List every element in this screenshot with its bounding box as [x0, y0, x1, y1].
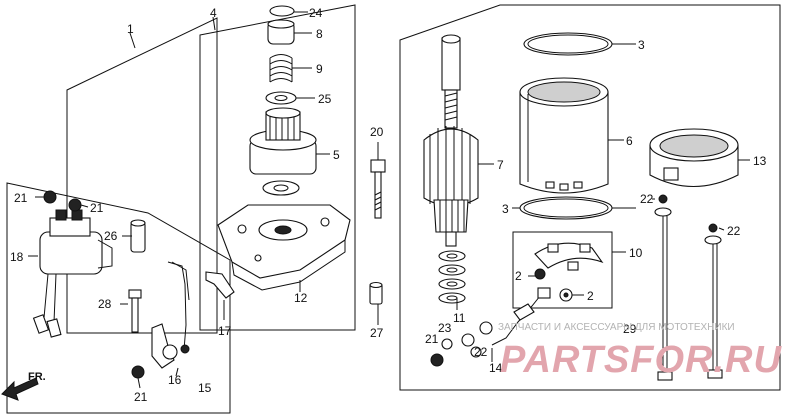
- callout-5: 5: [333, 148, 340, 162]
- terminal-14: [491, 287, 551, 346]
- washer-23: [441, 338, 453, 350]
- callout-17: 17: [218, 324, 232, 338]
- front-cover-12: [217, 204, 351, 291]
- frame-10: [512, 231, 613, 309]
- callout-7: 7: [497, 158, 504, 172]
- brush-holder-10: [534, 242, 604, 271]
- nut-21-a: [43, 190, 57, 204]
- washer-14: [461, 333, 475, 347]
- frame-1: [66, 17, 218, 334]
- washer-24: [269, 5, 295, 17]
- frame-main: [399, 4, 781, 391]
- fr-label: FR.: [28, 371, 46, 383]
- spring-9: [269, 54, 293, 83]
- frame-4: [199, 4, 356, 331]
- o-ring-3-top: [523, 32, 613, 56]
- callout-21-d: 21: [425, 332, 439, 346]
- callout-22-c: 22: [474, 345, 488, 359]
- callout-21-a: 21: [14, 191, 28, 205]
- washer-stack-11: [438, 250, 466, 304]
- watermark: ЗАПЧАСТИ И АКСЕССУАРЫ ДЛЯ МОТОТЕХНИКИ PA…: [498, 322, 782, 381]
- yoke-6: [519, 77, 609, 194]
- callout-16: 16: [168, 373, 182, 387]
- callout-11: 11: [453, 311, 466, 325]
- boot-17: [205, 271, 235, 299]
- nut-21-b: [68, 198, 82, 212]
- callout-10: 10: [629, 246, 643, 260]
- washer-pinion: [262, 180, 300, 196]
- screw-2-a: [534, 268, 546, 280]
- callout-13: 13: [753, 154, 767, 168]
- callout-4: 4: [210, 6, 217, 20]
- nut-21-c: [131, 365, 145, 379]
- callout-26: 26: [104, 229, 118, 243]
- bolt-20: [370, 159, 386, 219]
- callout-20: 20: [370, 125, 384, 139]
- washer-22-a: [658, 194, 668, 204]
- callout-3-bottom: 3: [502, 202, 509, 216]
- callout-27: 27: [370, 326, 384, 340]
- callout-3-top: 3: [638, 38, 645, 52]
- callout-2-a: 2: [515, 269, 522, 283]
- washer-22-b: [708, 223, 718, 233]
- callout-21-b: 21: [90, 201, 104, 215]
- watermark-brand: PARTSFOR.RU: [500, 339, 782, 381]
- through-bolt-29-right: [704, 235, 723, 379]
- solenoid-18: [32, 209, 113, 338]
- callout-1: 1: [127, 22, 134, 36]
- callout-25: 25: [318, 92, 332, 106]
- cable-16: [151, 261, 190, 369]
- terminal-nut-14: [479, 321, 493, 335]
- nut-22-c: [470, 346, 482, 358]
- callout-22-b: 22: [727, 224, 741, 238]
- callout-22-a: 22: [640, 192, 654, 206]
- callout-18: 18: [10, 250, 24, 264]
- callout-9: 9: [316, 62, 323, 76]
- callout-2-b: 2: [587, 289, 594, 303]
- callout-labels: 1 4 24 8 9 25 5 20 12 27 3 6 7 3 13 10 2…: [10, 6, 767, 404]
- front-direction-arrow: FR.: [1, 371, 46, 401]
- frame-15: [6, 182, 231, 414]
- leader-lines: [28, 11, 750, 389]
- nut-21-d: [430, 353, 444, 367]
- washer-25: [265, 91, 297, 105]
- callout-21-c: 21: [134, 390, 148, 404]
- callout-24: 24: [309, 6, 323, 20]
- callout-23: 23: [438, 321, 452, 335]
- watermark-tagline: ЗАПЧАСТИ И АКСЕССУАРЫ ДЛЯ МОТОТЕХНИКИ: [498, 322, 735, 333]
- armature-7: [423, 34, 479, 247]
- pinion-5: [249, 107, 317, 175]
- collar-8-top: [267, 19, 295, 29]
- callout-12: 12: [294, 291, 308, 305]
- callout-6: 6: [626, 134, 633, 148]
- o-ring-3-bottom: [519, 196, 613, 220]
- through-bolt-29-left: [654, 207, 673, 381]
- callout-29: 29: [623, 322, 637, 336]
- callout-15: 15: [198, 381, 212, 395]
- callout-14: 14: [489, 361, 503, 375]
- bolt-28: [128, 289, 142, 333]
- rear-cover-13: [649, 128, 739, 188]
- callout-28: 28: [98, 297, 112, 311]
- callout-8: 8: [316, 27, 323, 41]
